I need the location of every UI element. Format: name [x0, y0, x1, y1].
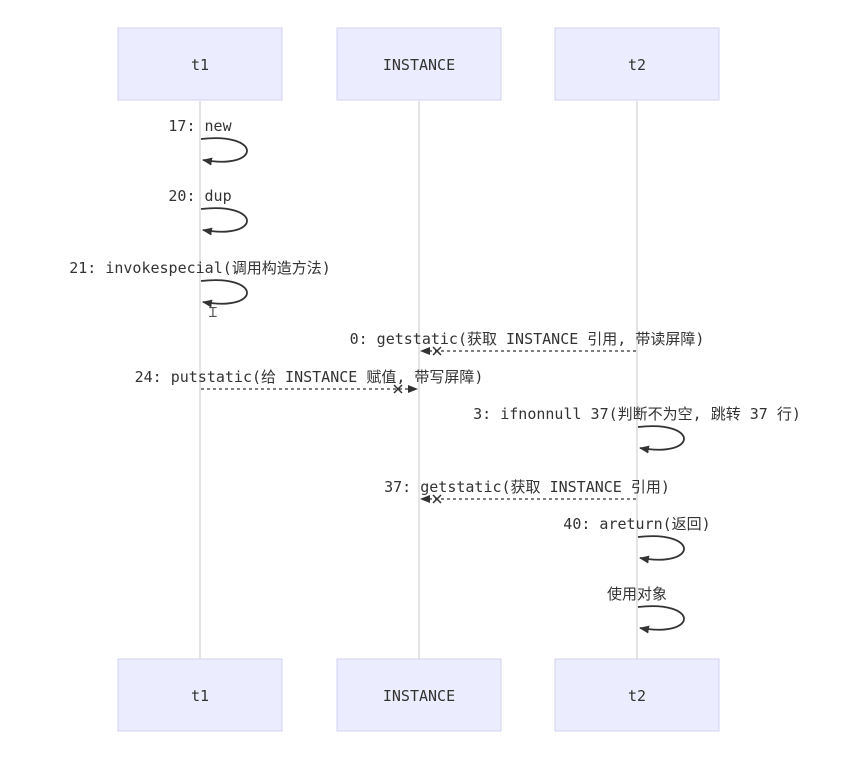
actor-bottom-t2: t2 — [554, 658, 720, 732]
actor-top-t1: t1 — [117, 27, 283, 101]
actor-top-instance: INSTANCE — [336, 27, 502, 101]
actor-label: t1 — [191, 687, 209, 705]
actor-label: t2 — [628, 687, 646, 705]
text-cursor-icon: Ɪ — [209, 305, 217, 321]
message-label: 20: dup — [168, 187, 231, 205]
message-label: 0: getstatic(获取 INSTANCE 引用, 带读屏障) — [350, 330, 705, 348]
message-label: 21: invokespecial(调用构造方法) — [69, 259, 331, 277]
message-17-new: 17: new — [168, 117, 248, 166]
message-3-ifnonnull: 3: ifnonnull 37(判断不为空, 跳转 37 行) — [473, 405, 801, 454]
message-label: 37: getstatic(获取 INSTANCE 引用) — [384, 478, 670, 496]
message-use-object: 使用对象 — [607, 585, 685, 634]
message-0-getstatic: 0: getstatic(获取 INSTANCE 引用, 带读屏障) — [350, 330, 705, 356]
actor-bottom-t1: t1 — [117, 658, 283, 732]
message-label: 40: areturn(返回) — [563, 515, 710, 533]
actor-label: t1 — [191, 56, 209, 74]
message-24-putstatic: 24: putstatic(给 INSTANCE 赋值, 带写屏障) — [135, 368, 484, 394]
message-label: 24: putstatic(给 INSTANCE 赋值, 带写屏障) — [135, 368, 484, 386]
actor-label: INSTANCE — [383, 687, 455, 705]
message-40-areturn: 40: areturn(返回) — [563, 515, 711, 564]
message-label: 3: ifnonnull 37(判断不为空, 跳转 37 行) — [473, 405, 801, 423]
actor-top-t2: t2 — [554, 27, 720, 101]
message-20-dup: 20: dup — [168, 187, 248, 236]
actor-label: INSTANCE — [383, 56, 455, 74]
message-21-invokespecial: 21: invokespecial(调用构造方法) Ɪ — [69, 259, 331, 321]
message-37-getstatic: 37: getstatic(获取 INSTANCE 引用) — [384, 478, 670, 504]
actor-bottom-instance: INSTANCE — [336, 658, 502, 732]
actor-label: t2 — [628, 56, 646, 74]
message-label: 17: new — [168, 117, 232, 135]
message-label: 使用对象 — [607, 585, 667, 603]
